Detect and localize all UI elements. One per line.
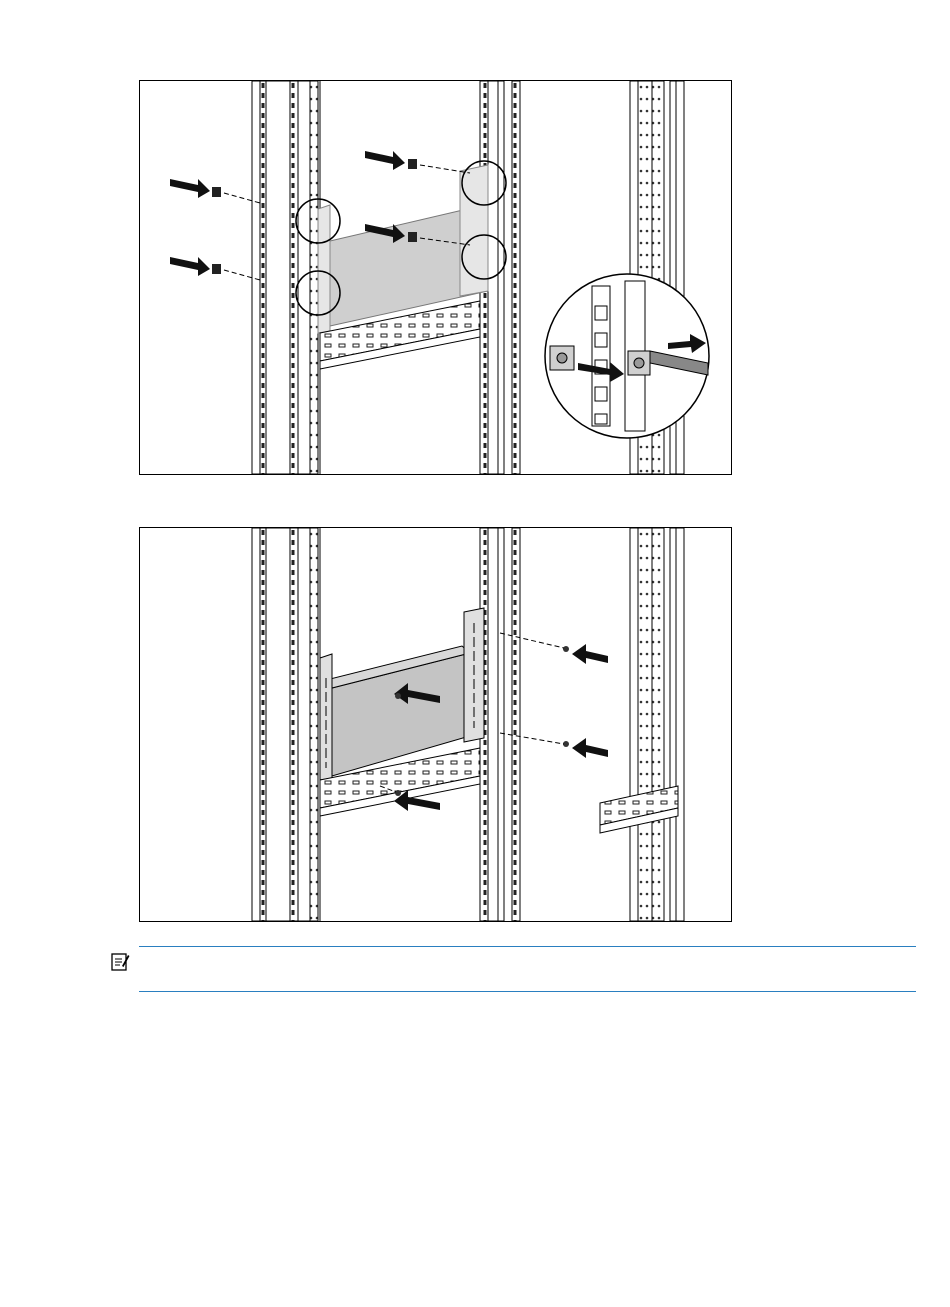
cage-nut-install-illustration	[140, 81, 731, 474]
note-top-rule	[139, 946, 916, 947]
middle-rack-post	[480, 528, 520, 921]
cage-nut-icon	[408, 232, 417, 242]
figure-cage-nut-install	[139, 80, 732, 475]
left-rack-post	[252, 81, 320, 474]
cage-nut-icon	[408, 159, 417, 169]
right-rack-post	[630, 528, 684, 921]
cage-nut-icon	[212, 187, 221, 197]
cage-nut-icon	[212, 264, 221, 274]
cage-nut-detail-inset	[545, 274, 709, 438]
arrow-icon	[572, 644, 608, 664]
left-rack-post	[252, 528, 320, 921]
note-icon	[110, 952, 130, 972]
device-install-illustration	[140, 528, 731, 921]
arrow-icon	[572, 738, 608, 758]
arrow-icon	[170, 257, 210, 276]
note-bottom-rule	[139, 991, 916, 992]
arrow-icon	[170, 179, 210, 198]
figure-device-install	[139, 527, 732, 922]
arrow-icon	[365, 151, 405, 170]
